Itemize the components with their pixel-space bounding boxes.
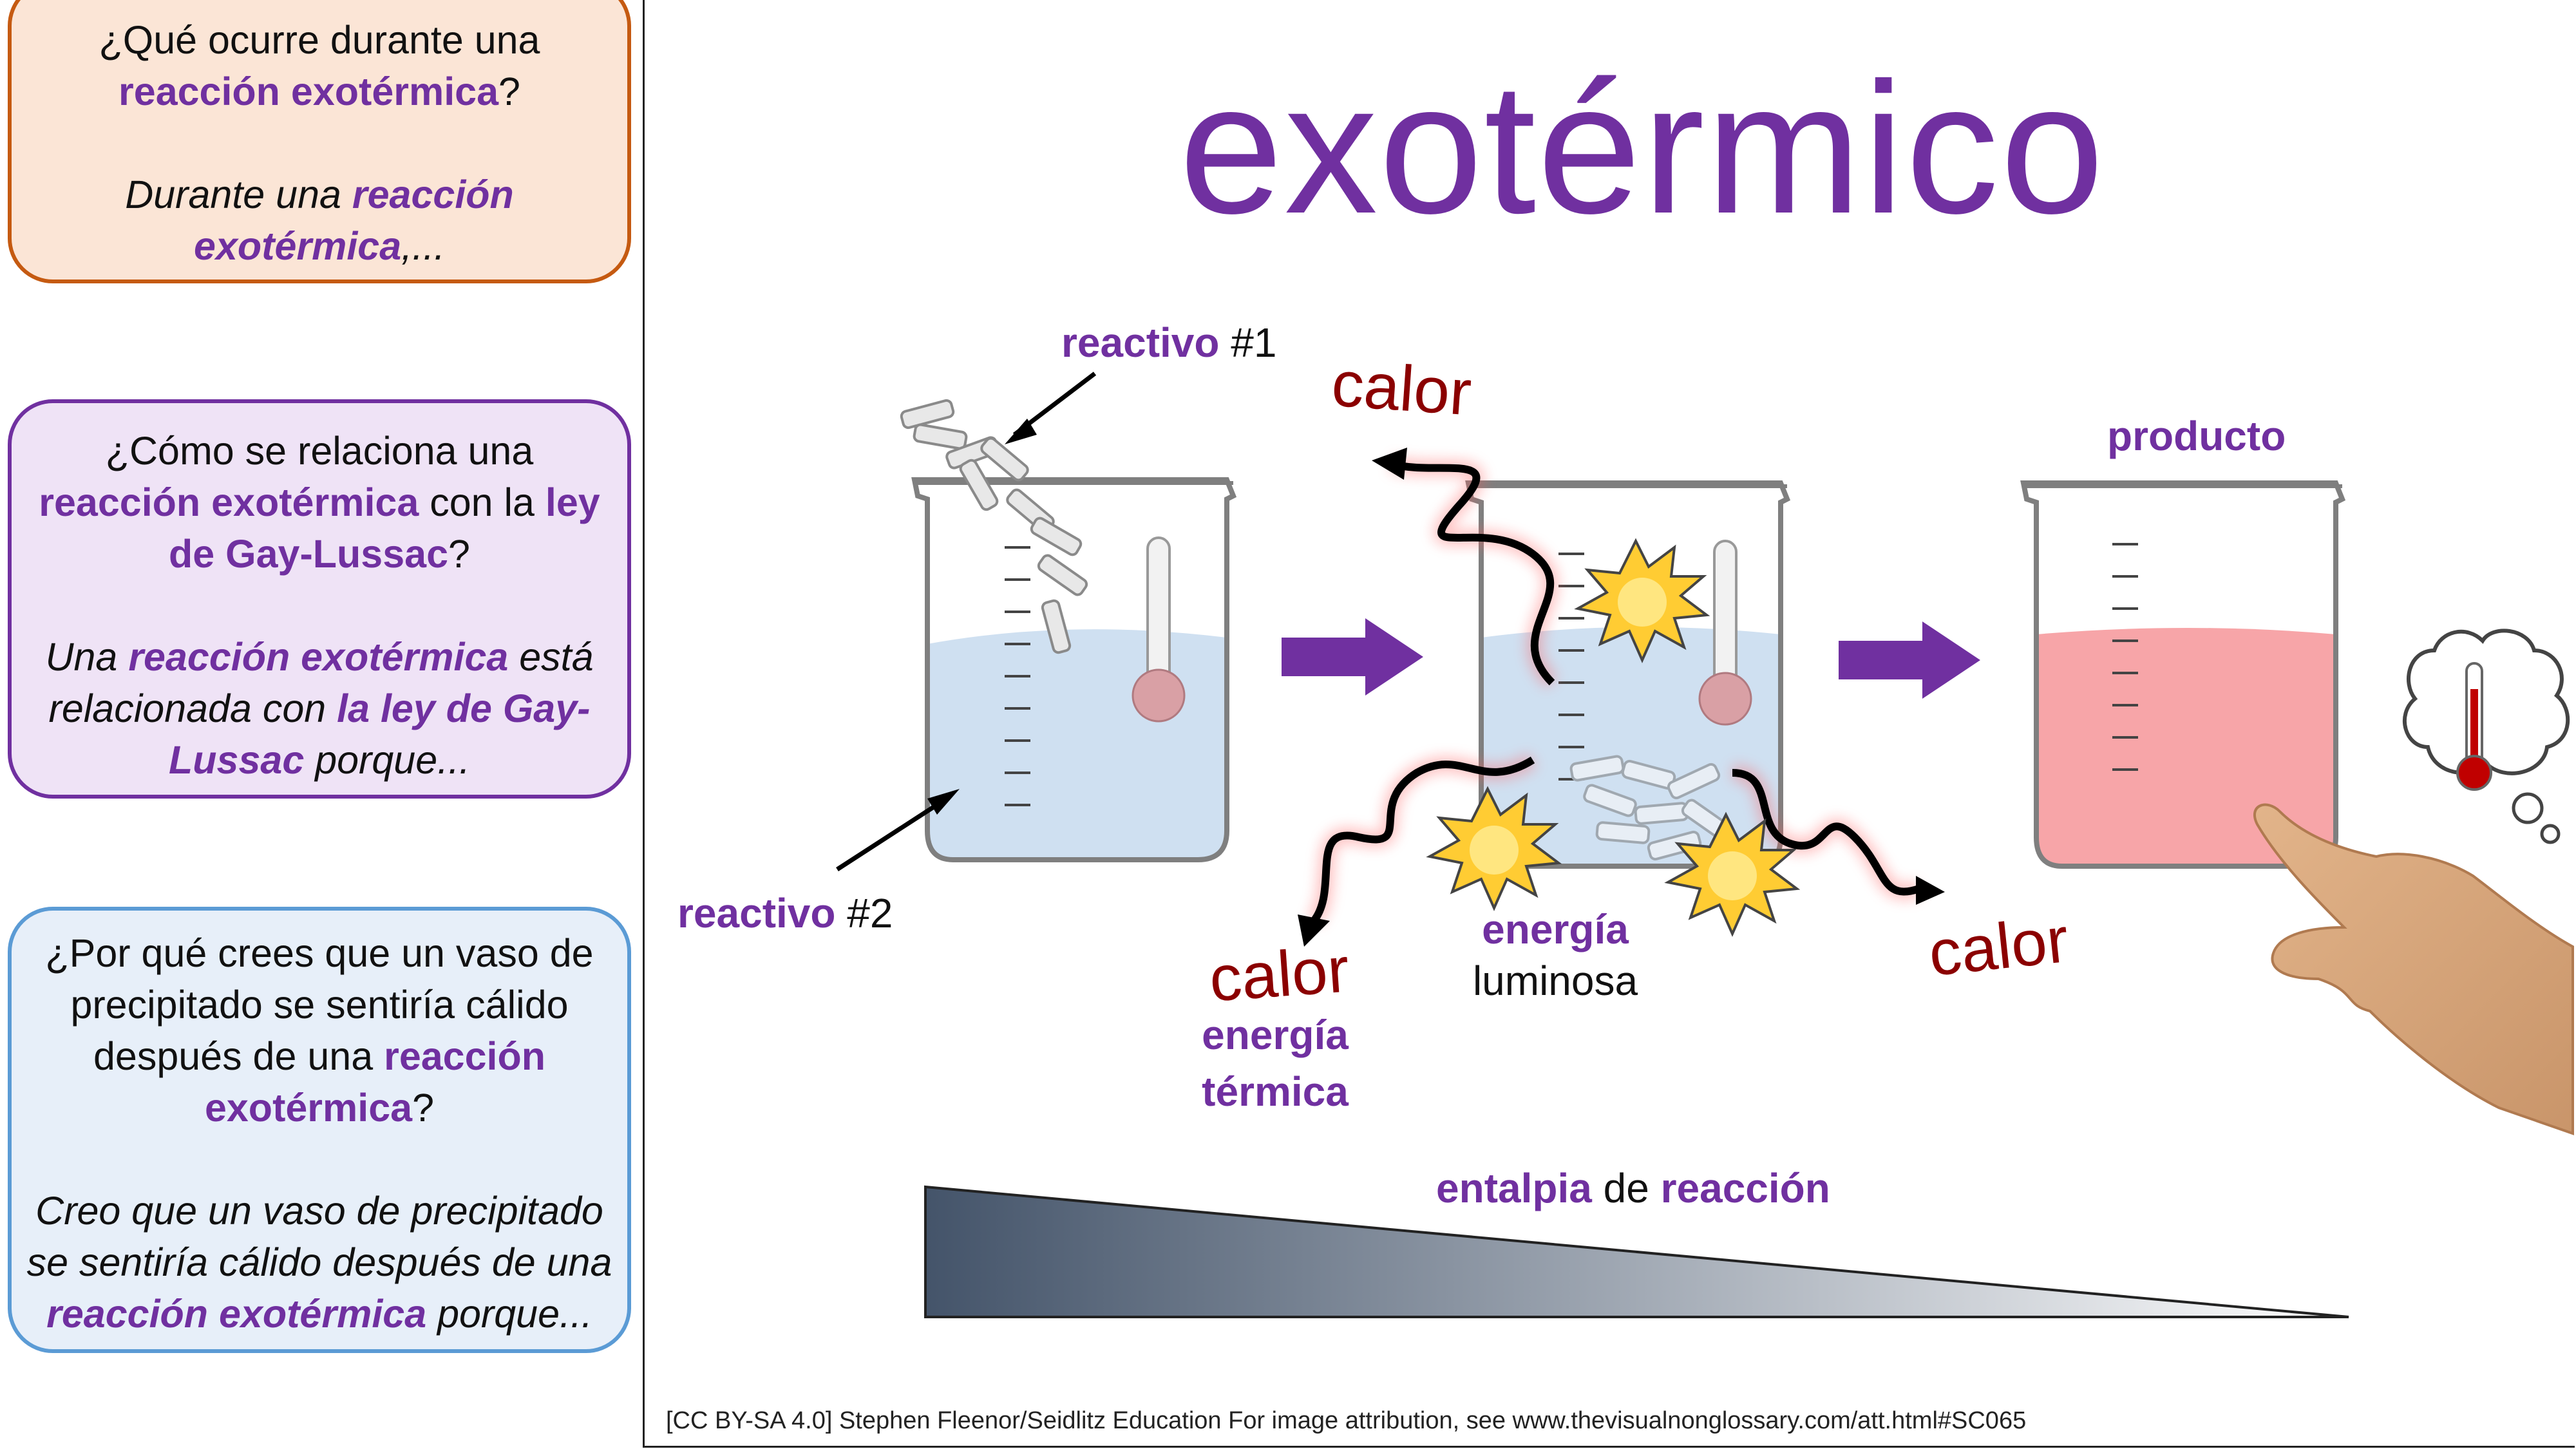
hand-icon bbox=[2253, 803, 2574, 1135]
light-energy-label: energía luminosa bbox=[1472, 906, 1638, 1004]
light-burst-2 bbox=[1426, 786, 1562, 911]
sentence-starter: Una reacción exotérmica está relacionada… bbox=[45, 635, 594, 782]
thermal-energy-label: energía térmica bbox=[1202, 1012, 1349, 1115]
question-card-3: ¿Por qué crees que un vaso de precipitad… bbox=[8, 907, 631, 1353]
question-text: ¿Cómo se relaciona una reacción exotérmi… bbox=[39, 429, 600, 576]
question-card-1: ¿Qué ocurre durante una reacción exotérm… bbox=[8, 0, 631, 283]
heat-label-right: calor bbox=[1925, 903, 2072, 990]
sentence-starter: Durante una reacción exotérmica,... bbox=[125, 173, 514, 268]
question-card-2: ¿Cómo se relaciona una reacción exotérmi… bbox=[8, 399, 631, 799]
attribution-text: [CC BY-SA 4.0] Stephen Fleenor/Seidlitz … bbox=[666, 1407, 2027, 1434]
heat-wave-right bbox=[1732, 764, 1945, 905]
beaker-product bbox=[2020, 480, 2346, 869]
reactant-1-label: reactivo #1 bbox=[1061, 319, 1277, 366]
enthalpy-label: entalpia de reacción bbox=[1436, 1165, 1830, 1211]
heat-wave-up bbox=[1372, 448, 1559, 689]
main-frame bbox=[643, 0, 2575, 1448]
light-burst-1 bbox=[1574, 538, 1710, 663]
reaction-arrow-1 bbox=[1282, 618, 1423, 696]
reactant-2-label: reactivo #2 bbox=[677, 890, 893, 936]
heat-label-top: calor bbox=[1329, 347, 1474, 430]
question-text: ¿Qué ocurre durante una reacción exotérm… bbox=[99, 18, 540, 113]
page-title: exotérmico bbox=[1179, 44, 2106, 252]
sentence-starter: Creo que un vaso de precipitado se senti… bbox=[26, 1189, 612, 1336]
heat-wave-left bbox=[1298, 752, 1537, 947]
beaker-reactant bbox=[836, 372, 1237, 871]
product-label: producto bbox=[2107, 413, 2286, 459]
light-burst-3 bbox=[1664, 811, 1801, 937]
reaction-arrow-2 bbox=[1839, 621, 1980, 699]
heat-label-left: calor bbox=[1207, 933, 1352, 1016]
enthalpy-wedge bbox=[924, 1185, 2349, 1318]
question-text: ¿Por qué crees que un vaso de precipitad… bbox=[45, 931, 594, 1130]
thought-bubble-icon bbox=[2403, 629, 2570, 844]
beaker-reaction bbox=[1465, 480, 1791, 869]
